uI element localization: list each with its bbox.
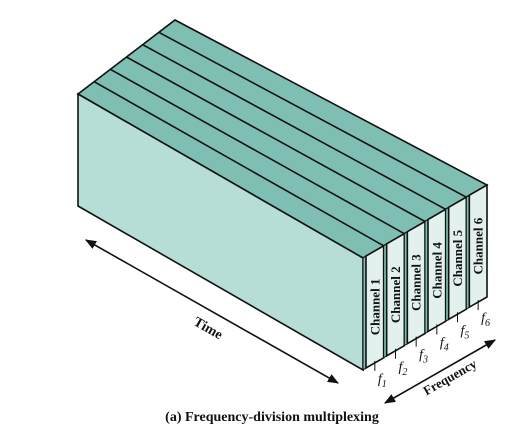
frequency-label: f3 — [419, 348, 428, 366]
channel-label: Channel 3 — [409, 254, 424, 311]
time-axis-label: Time — [191, 315, 225, 343]
frequency-label: f6 — [481, 311, 490, 329]
frequency-axis-arrow — [384, 339, 496, 404]
channel-label: Channel 4 — [429, 242, 444, 299]
top-divider-line — [158, 31, 467, 198]
top-divider-line — [142, 43, 447, 211]
top-divider-line — [126, 56, 426, 223]
channel-strips: Channel 1 Channel 2 Channel 3 Channel 4 Chan… — [362, 183, 488, 371]
time-axis-arrow — [85, 239, 339, 384]
channel-strip — [468, 183, 488, 309]
frequency-label: f5 — [461, 323, 470, 341]
frequency-label: f1 — [378, 372, 387, 390]
channel-dividers-top — [93, 31, 467, 247]
channel-label: Channel 1 — [367, 279, 382, 336]
frequency-label: f2 — [399, 360, 408, 378]
channel-label: Channel 5 — [450, 229, 465, 286]
channel-label: Channel 2 — [388, 266, 403, 323]
frequency-tick-labels: f1 f2 f3 f4 f5 f6 — [374, 300, 490, 390]
channel-label: Channel 6 — [471, 217, 486, 274]
top-divider-line — [93, 80, 385, 247]
top-divider-line — [109, 68, 405, 235]
frequency-label: f4 — [440, 335, 449, 353]
figure-caption: (a) Frequency-division multiplexing — [165, 410, 379, 425]
